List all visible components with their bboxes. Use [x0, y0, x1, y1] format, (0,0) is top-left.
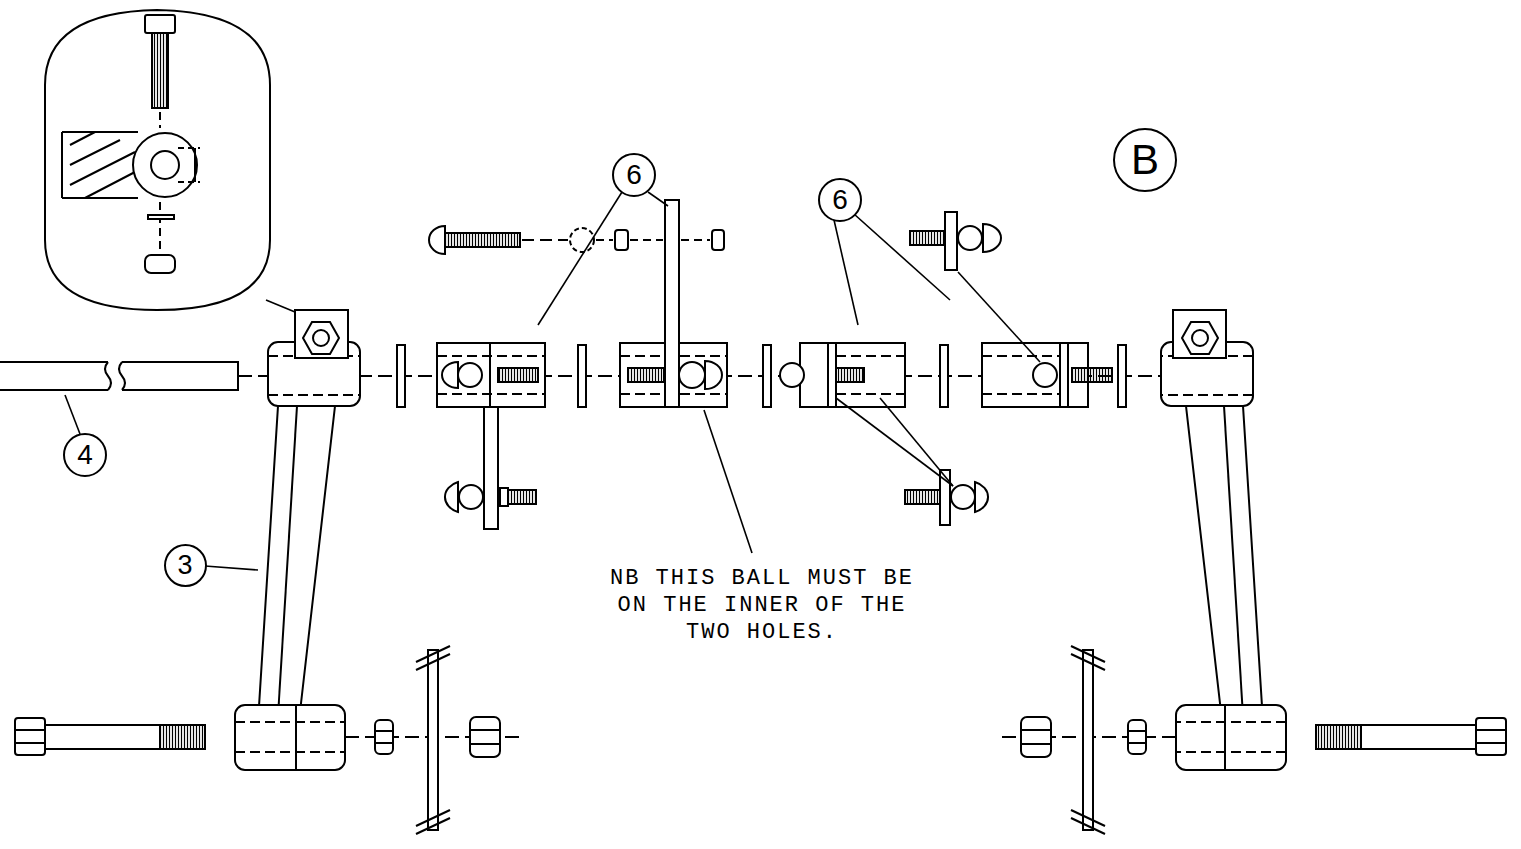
callout-circle: 4 [63, 433, 107, 477]
callout-circle: 3 [164, 544, 207, 587]
callout-circle: 6 [818, 178, 862, 222]
callout-number: 6 [626, 161, 642, 189]
callout-number: 4 [77, 441, 93, 469]
callout-circle: 6 [612, 153, 656, 197]
callout-circle: B [1113, 128, 1177, 192]
callout-number: B [1131, 139, 1159, 181]
note-text: NB THIS BALL MUST BE ON THE INNER OF THE… [592, 565, 932, 646]
callout-number: 3 [177, 552, 192, 579]
callout-number: 6 [832, 186, 848, 214]
